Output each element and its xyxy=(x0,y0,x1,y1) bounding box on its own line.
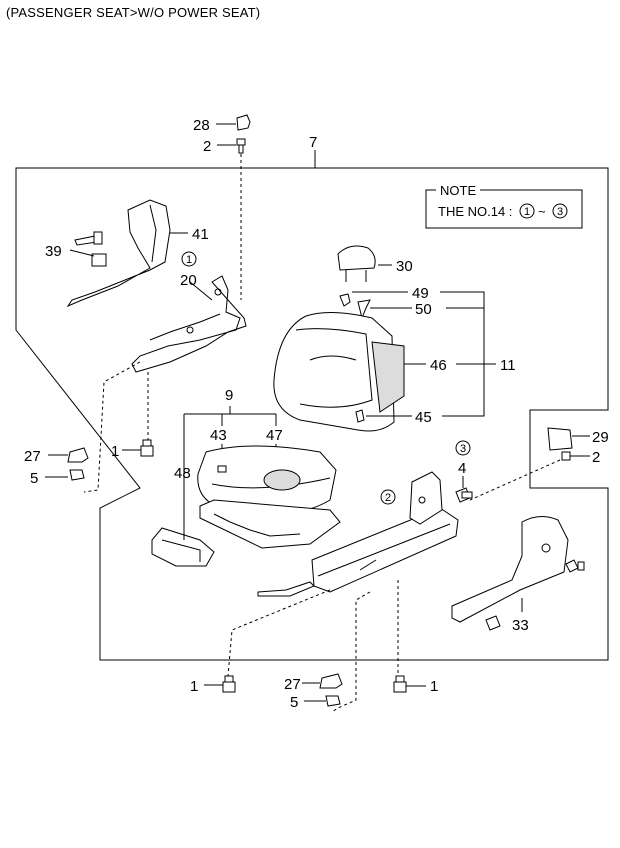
callout-11: 11 xyxy=(500,357,516,374)
callout-48: 48 xyxy=(174,465,191,482)
callout-5-bottom: 5 xyxy=(290,694,298,711)
page-title: (PASSENGER SEAT>W/O POWER SEAT) xyxy=(6,5,261,20)
note-tilde: ~ xyxy=(538,204,546,219)
note-text: THE NO.14 : xyxy=(438,204,512,219)
ref-circle-1: 1 xyxy=(186,254,192,266)
callout-5: 5 xyxy=(30,470,38,487)
callout-2: 2 xyxy=(203,138,211,155)
ref-circle-2: 2 xyxy=(385,492,391,504)
seat-cushion xyxy=(197,445,341,549)
callout-41: 41 xyxy=(192,226,209,243)
callout-50: 50 xyxy=(415,301,432,318)
side-cover-41 xyxy=(66,199,188,308)
callout-49: 49 xyxy=(412,285,429,302)
assembly-boundary xyxy=(15,167,609,661)
headrest-30 xyxy=(337,245,392,282)
callout-33: 33 xyxy=(512,617,529,634)
clip-29 xyxy=(547,427,590,451)
callout-1-bottom-right: 1 xyxy=(430,678,438,695)
callout-2-right: 2 xyxy=(592,449,600,466)
callout-7: 7 xyxy=(309,134,317,151)
nut-5-bottom xyxy=(304,695,341,707)
clip-27-bottom xyxy=(302,673,343,689)
ref-circle-3: 3 xyxy=(460,443,466,455)
callout-39: 39 xyxy=(45,243,62,260)
callout-46: 46 xyxy=(430,357,447,374)
callout-27: 27 xyxy=(24,448,41,465)
callout-28: 28 xyxy=(193,117,210,134)
screw-39 xyxy=(69,231,107,267)
callout-45: 45 xyxy=(415,409,432,426)
callout-4: 4 xyxy=(458,460,466,477)
callout-27-bottom: 27 xyxy=(284,676,301,693)
note-heading: NOTE xyxy=(440,183,476,198)
outer-cover-33 xyxy=(451,516,585,631)
callout-20: 20 xyxy=(180,272,197,289)
bolt-1-bottom-right xyxy=(393,675,426,693)
nut-5-left xyxy=(45,469,85,481)
cap-28 xyxy=(216,114,251,131)
callout-43: 43 xyxy=(210,427,227,444)
bolt-2-top xyxy=(217,138,246,154)
callout-9: 9 xyxy=(225,387,233,404)
callout-30: 30 xyxy=(396,258,413,275)
bolt-2-right xyxy=(561,451,590,461)
recliner-20 xyxy=(131,251,247,373)
seatback-cushion xyxy=(273,311,426,432)
bolt-4 xyxy=(455,440,473,503)
clip-49 xyxy=(339,291,408,307)
note-circ-from: 1 xyxy=(524,206,530,218)
seat-track xyxy=(257,471,459,597)
callout-1-bottom-left: 1 xyxy=(190,678,198,695)
note-box: NOTE THE NO.14 : 1 ~ 3 xyxy=(425,183,583,229)
callout-29: 29 xyxy=(592,429,609,446)
bolt-1-left xyxy=(122,439,154,457)
bracket-48 xyxy=(151,527,215,567)
clip-27-left xyxy=(48,447,89,463)
bolt-1-bottom-left xyxy=(204,675,236,693)
note-circ-to: 3 xyxy=(557,206,563,218)
clip-50 xyxy=(357,299,412,320)
callout-1: 1 xyxy=(111,443,119,460)
callout-47: 47 xyxy=(266,427,283,444)
